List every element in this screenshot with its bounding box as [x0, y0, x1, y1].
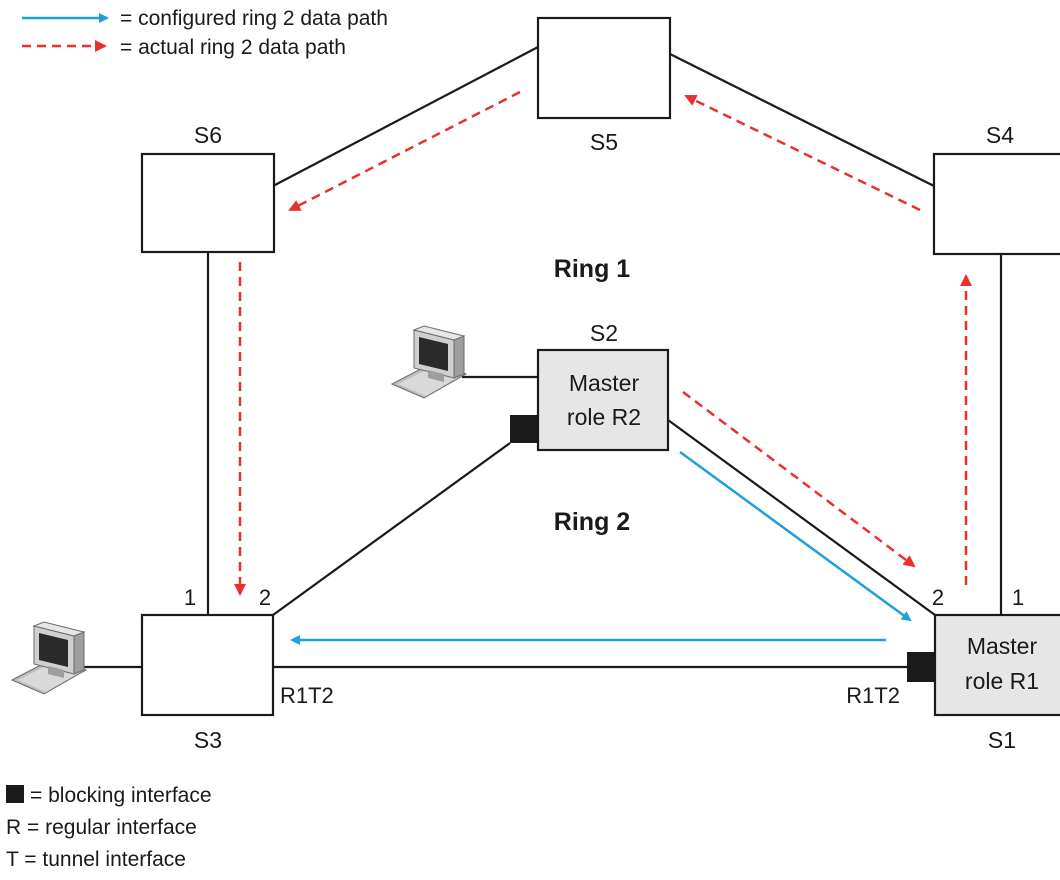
ring1-label: Ring 1: [554, 255, 630, 283]
switch-s1-name: S1: [988, 727, 1016, 753]
actual-path-legend-label: = actual ring 2 data path: [120, 36, 346, 59]
switch-s5-name: S5: [590, 129, 618, 155]
blocking-interface-s2-icon: [510, 415, 538, 443]
switch-s1-role-line2: role R1: [965, 668, 1039, 694]
switch-s3-name: S3: [194, 727, 222, 753]
desktop-computer-icon: [391, 325, 467, 399]
configured-path-arrows: [290, 450, 912, 645]
switch-s6: S6: [140, 122, 276, 254]
switch-s2-role-line1: Master: [569, 370, 640, 396]
tunnel-legend-label: T = tunnel interface: [6, 848, 186, 871]
actual-path-s4-to-s5: [684, 94, 921, 212]
switch-s2-name: S2: [590, 320, 618, 346]
switch-s5: S5: [536, 16, 672, 155]
regular-legend-label: R = regular interface: [6, 816, 197, 839]
blocking-interface-square-icon: [6, 785, 24, 803]
switch-s6-name: S6: [194, 122, 222, 148]
actual-path-arrows: [234, 90, 972, 596]
s1-port2-label: 2: [932, 585, 944, 610]
link-s2-s3: [272, 442, 511, 616]
link-s5-s4: [669, 53, 935, 187]
s3-tunnel-label: R1T2: [280, 683, 334, 708]
s1-port1-label: 1: [1012, 585, 1024, 610]
link-s6-s5: [272, 46, 539, 187]
switch-s4: S4: [932, 122, 1060, 256]
legend-top: = configured ring 2 data path = actual r…: [22, 7, 388, 59]
legend-bottom: = blocking interface R = regular interfa…: [6, 784, 212, 871]
actual-path-s5-to-s6: [288, 90, 521, 212]
blocking-interface-s1-icon: [907, 652, 935, 682]
configured-path-s2-to-s1: [679, 450, 912, 622]
switch-s1: S1 Master role R1: [933, 613, 1060, 753]
switch-s1-role-line1: Master: [967, 633, 1038, 659]
switch-s2-role-line2: role R2: [567, 404, 641, 430]
switch-s4-name: S4: [986, 122, 1014, 148]
s3-port1-label: 1: [184, 585, 196, 610]
link-s2-s1: [667, 419, 936, 616]
configured-path-legend-label: = configured ring 2 data path: [120, 7, 388, 30]
links: [82, 46, 1003, 669]
actual-path-s2-to-s1: [682, 391, 916, 568]
switch-s2: S2 Master role R2: [536, 320, 670, 452]
blocking-legend-label: = blocking interface: [30, 784, 212, 807]
switch-s3: S3: [140, 613, 275, 753]
desktop-computer-icon: [11, 621, 87, 695]
s3-port2-label: 2: [259, 585, 271, 610]
s1-tunnel-label: R1T2: [846, 683, 900, 708]
ring2-label: Ring 2: [554, 508, 630, 536]
